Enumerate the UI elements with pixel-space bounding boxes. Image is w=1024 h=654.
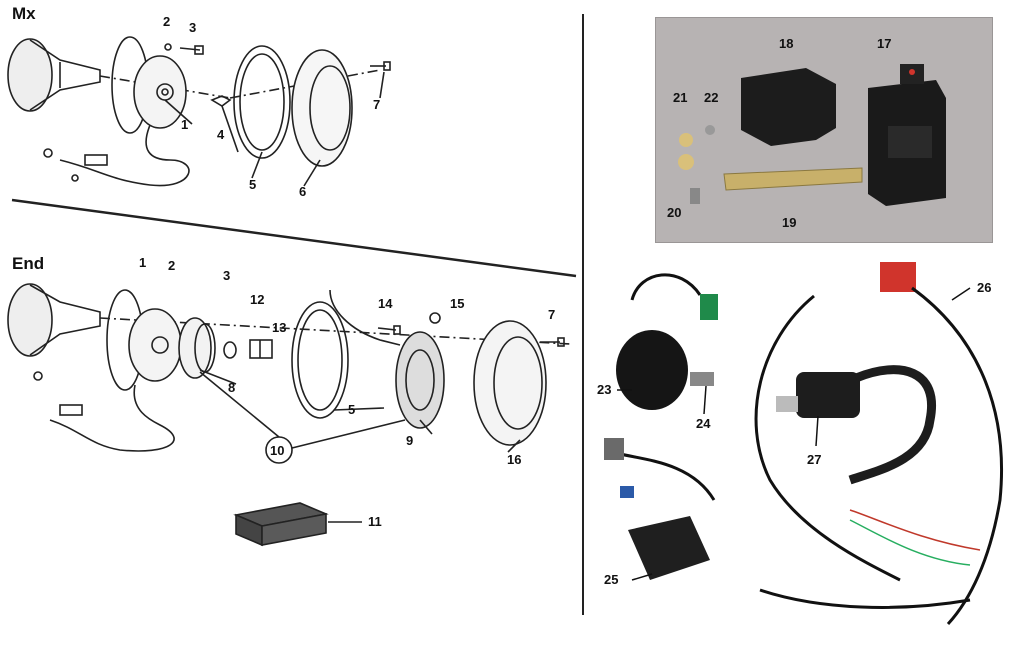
mx-bolt xyxy=(179,45,204,55)
end-pickup xyxy=(395,331,445,429)
mx-nut xyxy=(210,95,232,107)
section-divider xyxy=(11,198,577,278)
end-rotor xyxy=(178,317,216,379)
end-gasket xyxy=(291,301,349,419)
callout-label: 18 xyxy=(779,36,794,51)
callout-label: 14 xyxy=(378,296,393,311)
callout-label: 5 xyxy=(348,402,356,417)
mx-connector xyxy=(84,154,108,166)
end-bolt15 xyxy=(429,312,441,324)
end-cover xyxy=(473,320,547,446)
callout-label: 11 xyxy=(368,514,382,529)
ignition-coil-27 xyxy=(776,365,936,485)
end-wire xyxy=(329,289,401,346)
callout-label: 4 xyxy=(217,127,225,142)
callout-label: 8 xyxy=(228,380,236,395)
callout-label: 9 xyxy=(406,433,414,448)
end-stator-plate xyxy=(106,289,182,391)
callout-label: 1 xyxy=(139,255,147,270)
end-flywheel xyxy=(7,283,101,357)
callout-label: 20 xyxy=(667,205,682,220)
callout-label: 13 xyxy=(272,320,287,335)
callout-label: 15 xyxy=(450,296,465,311)
callout-label: 17 xyxy=(877,36,892,51)
callout-label: 3 xyxy=(189,20,197,35)
callout-label: 2 xyxy=(168,258,176,273)
callout-label: 23 xyxy=(597,382,612,397)
mx-wiring xyxy=(59,124,190,187)
callout-label: 27 xyxy=(807,452,822,467)
section-title-end: End xyxy=(12,254,45,273)
mx-screw xyxy=(370,61,391,71)
callout-label: 19 xyxy=(782,215,797,230)
callout-label: 25 xyxy=(604,572,619,587)
callout-label: 21 xyxy=(673,90,688,105)
callout-label: 24 xyxy=(696,416,711,431)
cdi-kit-parts xyxy=(678,64,946,206)
harness-26 xyxy=(754,262,1003,626)
section-title-mx: Mx xyxy=(12,4,36,23)
callout-label: 7 xyxy=(373,97,381,112)
regulator-11 xyxy=(233,502,362,547)
callout-label: 12 xyxy=(250,292,265,307)
end-nut xyxy=(249,339,273,359)
callout-label: 6 xyxy=(299,184,307,199)
regulator-25 xyxy=(604,438,716,580)
callout-label: 2 xyxy=(163,14,171,29)
end-screw14 xyxy=(377,325,401,335)
mx-gasket xyxy=(233,45,291,159)
end-wiring xyxy=(49,384,175,452)
callout-label: 5 xyxy=(249,177,257,192)
callout-label: 26 xyxy=(977,280,992,295)
mx-cover xyxy=(291,49,353,167)
cdi-kit-photo xyxy=(655,17,993,243)
condenser-23 xyxy=(616,273,718,410)
callout-label: 16 xyxy=(507,452,522,467)
callout-label: 10 xyxy=(270,443,285,458)
callout-label: 7 xyxy=(548,307,556,322)
callout-label: 3 xyxy=(223,268,231,283)
callout-label: 22 xyxy=(704,90,719,105)
callout-label: 1 xyxy=(181,117,189,132)
end-washer xyxy=(223,341,237,359)
end-screw7 xyxy=(540,337,565,347)
